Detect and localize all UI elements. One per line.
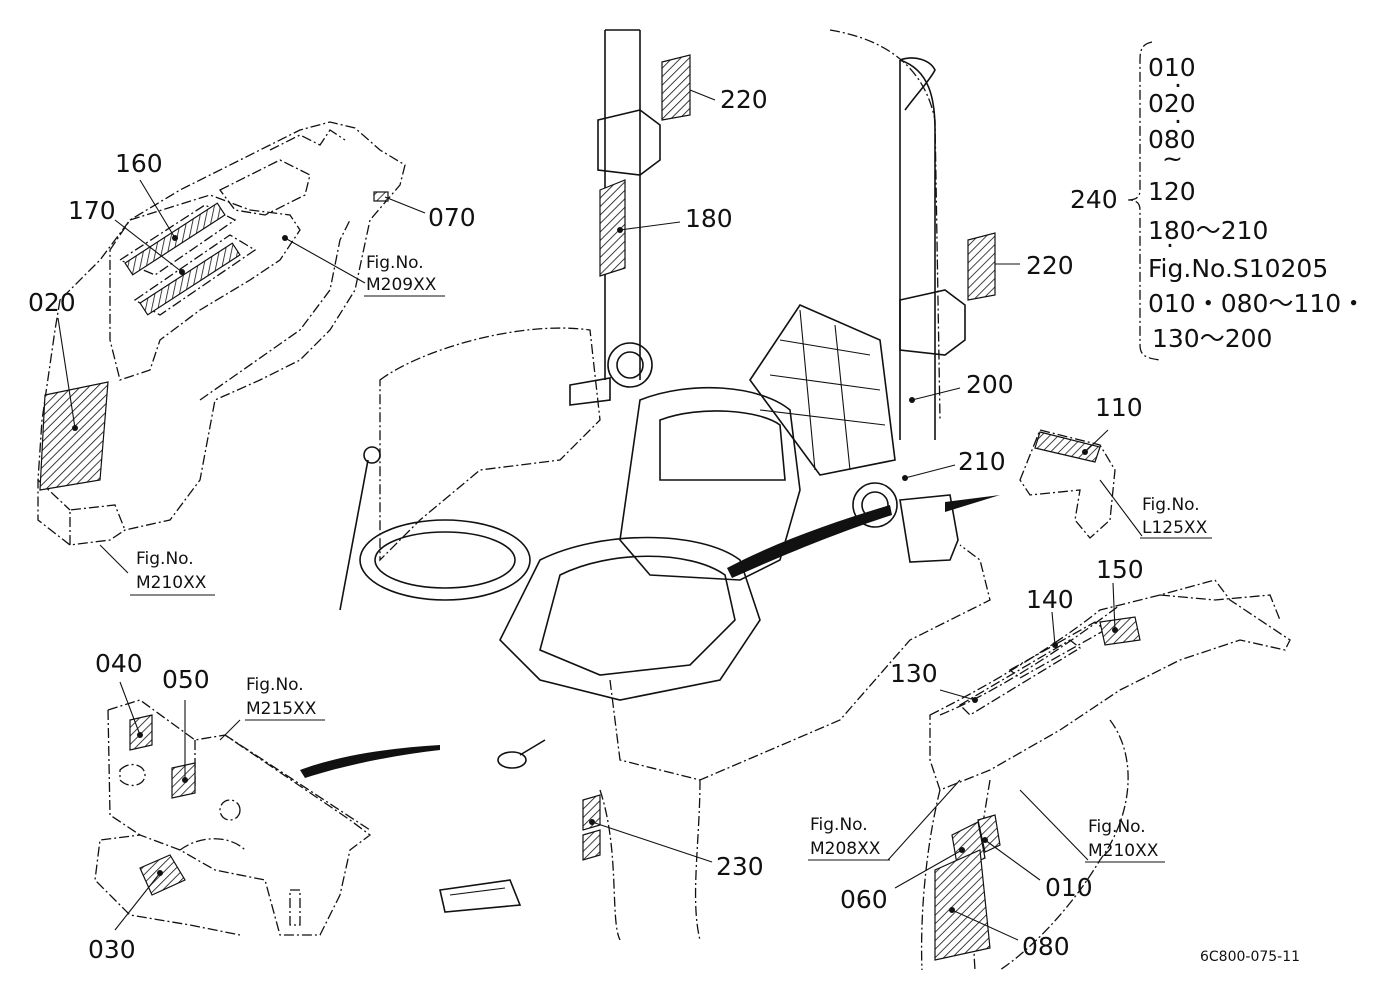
figref-m210-right-code: M210XX: [1088, 841, 1159, 861]
legend-line-6: Fig.No.S10205: [1148, 254, 1328, 283]
label-030: 030: [88, 935, 136, 964]
legend-dot-2: ·: [1174, 107, 1182, 136]
label-220-upper: 220: [720, 85, 768, 114]
floor-panel-drawing: [94, 681, 372, 936]
label-230: 230: [716, 852, 764, 881]
figref-m208-code: M208XX: [810, 839, 881, 859]
legend-line-1: 010: [1148, 53, 1196, 82]
drawing-code: 6C800-075-11: [1200, 949, 1300, 965]
legend-key-240: 240: [1070, 185, 1118, 214]
legend-line-3: 080: [1148, 125, 1196, 154]
label-110: 110: [1095, 393, 1143, 422]
legend-line-5: 180～210: [1148, 216, 1268, 245]
figref-m209-code: M209XX: [366, 275, 437, 295]
figref-m208-title: Fig.No.: [810, 815, 868, 835]
label-020: 020: [28, 288, 76, 317]
label-150: 150: [1096, 555, 1144, 584]
tractor-body-drawing: [300, 327, 1000, 941]
label-050: 050: [162, 665, 210, 694]
legend-line-2: 020: [1148, 89, 1196, 118]
label-040: 040: [95, 649, 143, 678]
label-210: 210: [958, 447, 1006, 476]
figref-m210-left-code: M210XX: [136, 573, 207, 593]
legend-tilde: ~: [1162, 144, 1183, 173]
label-200: 200: [966, 370, 1014, 399]
label-170: 170: [68, 196, 116, 225]
legend-line-7: 010・080～110・: [1148, 289, 1366, 318]
label-180: 180: [685, 204, 733, 233]
label-140: 140: [1026, 585, 1074, 614]
legend-bracket: [1127, 41, 1161, 361]
part-110-drawing: [1019, 429, 1212, 539]
legend-dot-3: ·: [1166, 231, 1174, 260]
right-fender-drawing: [808, 579, 1291, 971]
figref-m215-code: M215XX: [246, 699, 317, 719]
label-080: 080: [1022, 932, 1070, 961]
label-130: 130: [890, 659, 938, 688]
left-fender-drawing: [37, 121, 426, 596]
figref-m215-title: Fig.No.: [246, 675, 304, 695]
figref-l125-code: L125XX: [1142, 518, 1208, 538]
label-160: 160: [115, 149, 163, 178]
label-070: 070: [428, 203, 476, 232]
legend-line-4: 120: [1148, 177, 1196, 206]
figref-m210-right-title: Fig.No.: [1088, 817, 1146, 837]
rops-frame-drawing: [569, 29, 1020, 528]
figref-m209-title: Fig.No.: [366, 253, 424, 273]
label-010: 010: [1045, 873, 1093, 902]
label-060: 060: [840, 885, 888, 914]
figref-l125-title: Fig.No.: [1142, 495, 1200, 515]
legend-dot-1: ·: [1174, 71, 1182, 100]
legend-line-8: 130～200: [1152, 324, 1272, 353]
label-220-lower: 220: [1026, 251, 1074, 280]
figref-m210-left-title: Fig.No.: [136, 549, 194, 569]
